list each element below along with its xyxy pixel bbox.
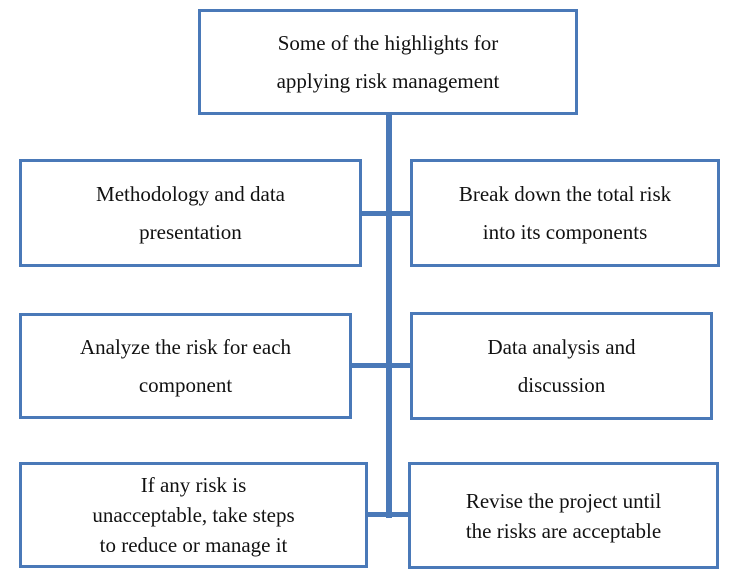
- node-text-line: component: [138, 373, 233, 397]
- node-text-line: unacceptable, take steps: [92, 503, 295, 527]
- node-text-line: the risks are acceptable: [465, 518, 662, 543]
- row1-branch-connector-line: [360, 211, 412, 216]
- node-text-line: discussion: [517, 373, 606, 397]
- node-data-analysis-discussion: Data analysis and discussion: [410, 312, 713, 420]
- node-text-line: Data analysis and: [487, 335, 636, 359]
- node-text-line: Some of the highlights for: [277, 31, 499, 55]
- row2-branch-connector-line: [350, 363, 412, 368]
- row3-branch-connector-line: [366, 512, 410, 517]
- node-text-line: applying risk management: [276, 69, 500, 93]
- node-text-line: If any risk is: [140, 473, 247, 497]
- node-revise-project: Revise the project until the risks are a…: [408, 462, 719, 569]
- node-break-down-risk: Break down the total risk into its compo…: [410, 159, 720, 267]
- node-analyze-risk: Analyze the risk for each component: [19, 313, 352, 419]
- node-text-line: to reduce or manage it: [99, 533, 288, 557]
- node-text-line: Analyze the risk for each: [79, 335, 292, 359]
- node-text-line: presentation: [139, 220, 242, 244]
- trunk-connector-line: [386, 114, 392, 518]
- node-methodology-presentation: Methodology and data presentation: [19, 159, 362, 267]
- node-text-line: Break down the total risk: [458, 182, 672, 206]
- node-unacceptable-risk-steps: If any risk is unacceptable, take steps …: [19, 462, 368, 568]
- node-text-line: Methodology and data: [96, 182, 285, 206]
- node-root-highlights: Some of the highlights for applying risk…: [198, 9, 578, 115]
- node-text-line: into its components: [482, 220, 648, 244]
- node-text-line: Revise the project until: [465, 488, 662, 513]
